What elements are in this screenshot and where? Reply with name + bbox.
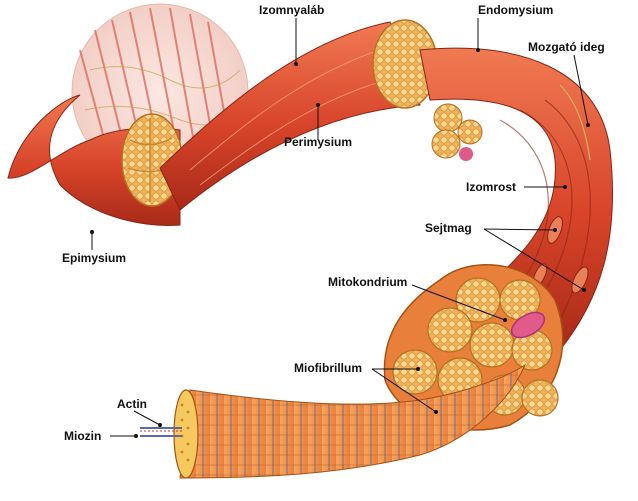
label-perimysium: Perimysium: [284, 135, 352, 149]
label-izomrost: Izomrost: [466, 180, 516, 194]
label-actin: Actin: [117, 397, 147, 411]
label-miofibrillum: Miofibrillum: [294, 361, 362, 375]
muscle-fibre-sweep: [419, 47, 613, 351]
label-mitokondrium: Mitokondrium: [328, 275, 407, 289]
label-izomnyalab: Izomnyaláb: [259, 3, 324, 17]
fascicle-sweep: [159, 19, 438, 211]
small-fascicles: [431, 103, 483, 161]
myofibril: [140, 363, 527, 479]
label-epimysium: Epimysium: [62, 251, 126, 265]
fibre-cross-section: [383, 264, 564, 431]
leader-lines: [90, 18, 590, 438]
label-miozin: Miozin: [64, 429, 101, 443]
label-endomysium: Endomysium: [478, 3, 553, 17]
mitochondrion-shape: [510, 311, 546, 339]
label-sejtmag: Sejtmag: [425, 221, 472, 235]
label-mozgato-ideg: Mozgató ideg: [528, 40, 605, 54]
